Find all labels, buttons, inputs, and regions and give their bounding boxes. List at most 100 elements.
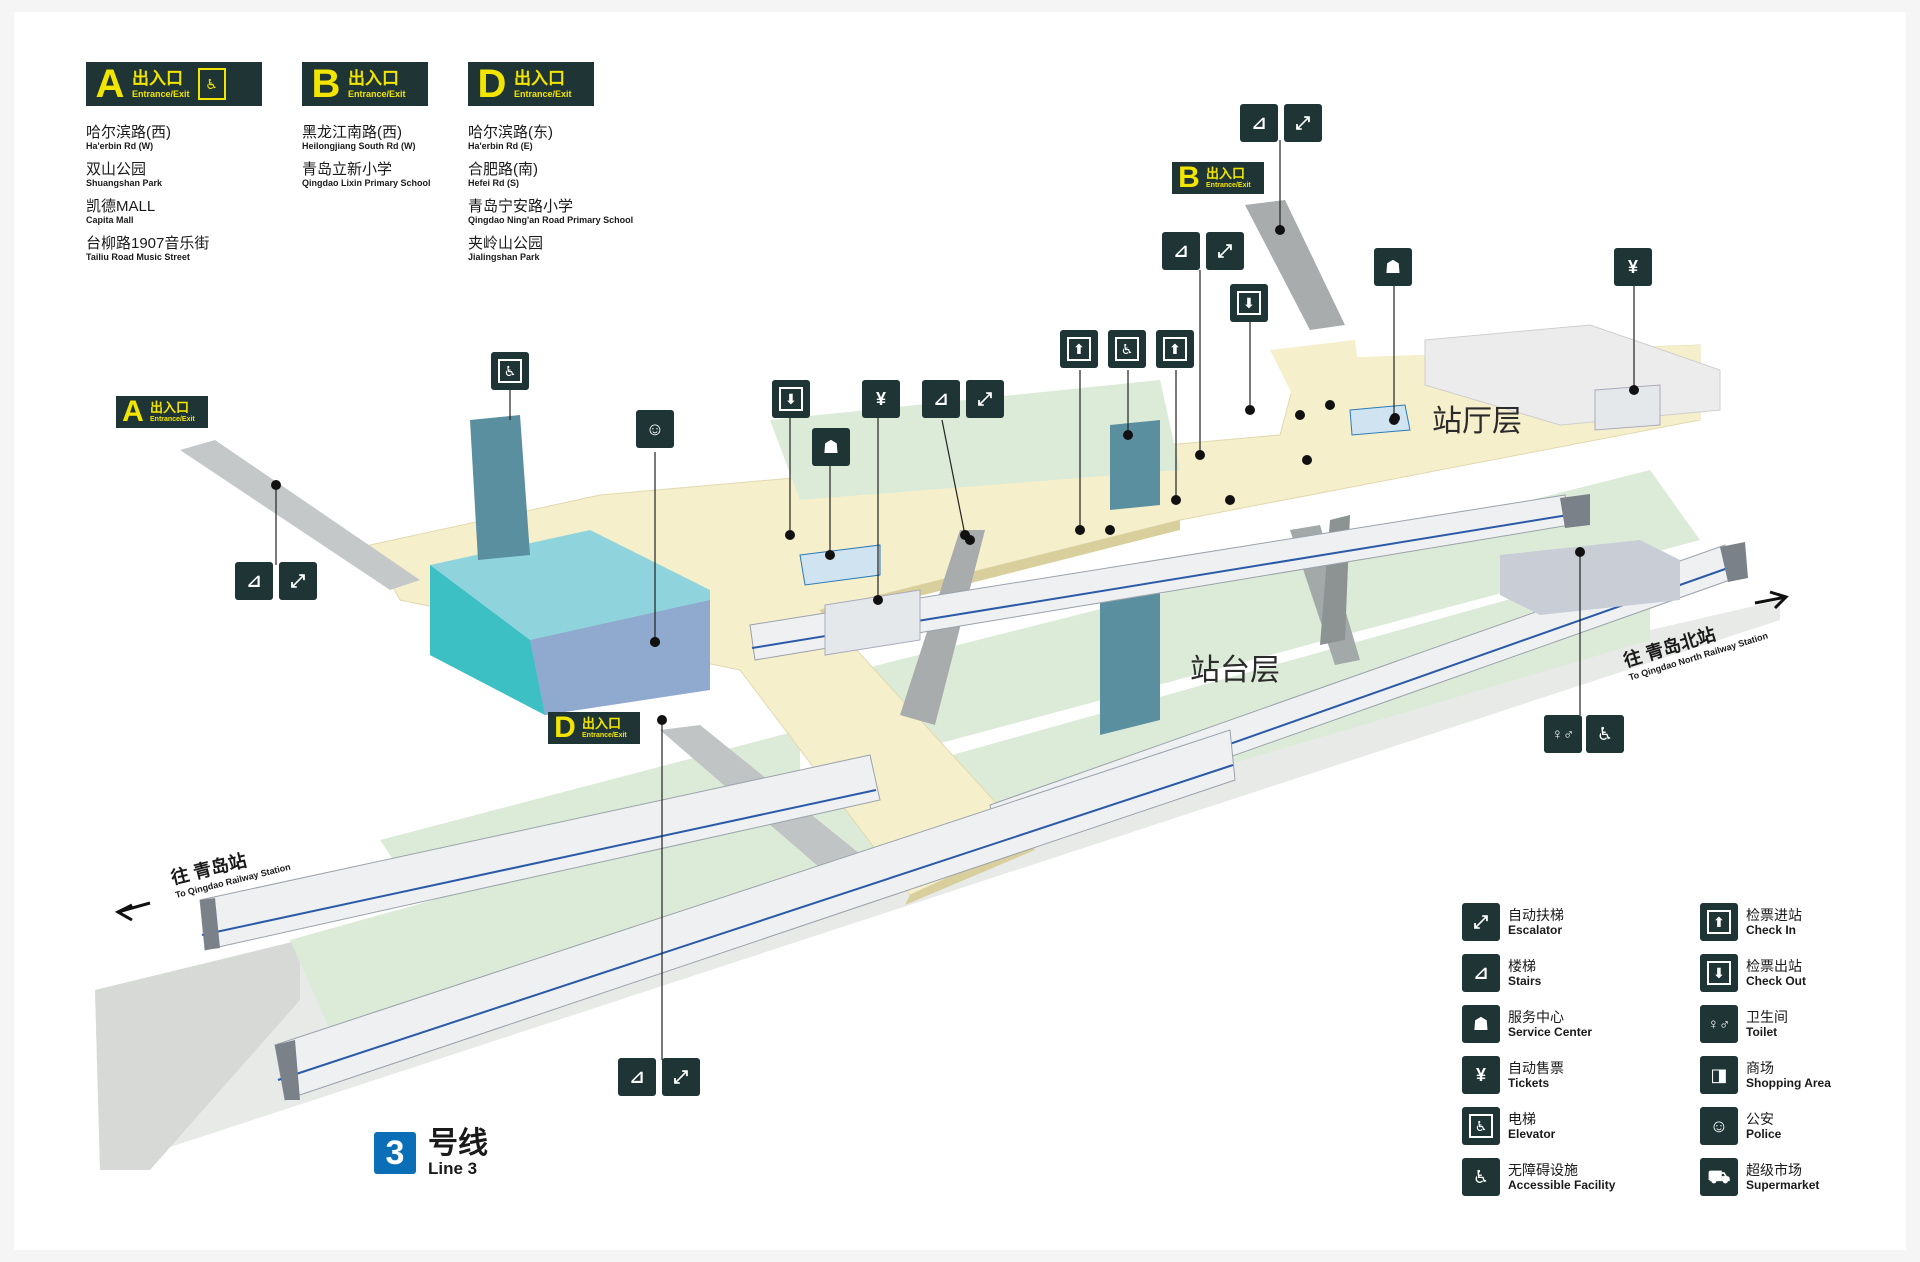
- exit-a-dest-1: 哈尔滨路(西)Ha'erbin Rd (W): [86, 124, 171, 151]
- column-center: [1110, 420, 1160, 510]
- map-exit-a-cn: 出入口: [150, 400, 190, 415]
- legend-label-en: Stairs: [1508, 974, 1542, 988]
- legend-label-en: Tickets: [1508, 1076, 1550, 1090]
- ticket-machines-east: [1594, 384, 1661, 431]
- elevator-icon: ♿: [1108, 330, 1146, 368]
- legend-label-en: Escalator: [1508, 923, 1563, 937]
- elevator-icon: ♿: [491, 352, 529, 390]
- exit-b-cn: 出入口: [348, 68, 399, 88]
- escalator-icon: ⤢: [662, 1058, 700, 1096]
- supermarket-icon: ⛟: [1700, 1158, 1738, 1196]
- check-in-icon: ⬆: [1700, 903, 1738, 941]
- exit-a-cn: 出入口: [132, 68, 183, 88]
- tickets-icon: ¥: [1462, 1056, 1500, 1094]
- legend-label-cn: 检票进站: [1746, 907, 1802, 923]
- train-left: [199, 754, 881, 951]
- legend-label-en: Police: [1746, 1127, 1782, 1141]
- stairs-icon: ⊿: [1462, 954, 1500, 992]
- leader-lines: [275, 140, 1635, 1060]
- map-exit-a-letter: A: [122, 395, 144, 428]
- legend-label-en: Toilet: [1746, 1025, 1778, 1039]
- escalator-icon: ⤢: [279, 562, 317, 600]
- legend-label-en: Service Center: [1508, 1025, 1593, 1039]
- stairs-icon: ⊿: [1240, 104, 1278, 142]
- check-in-icon: ⬆: [1060, 330, 1098, 368]
- station-block-face: [530, 600, 710, 715]
- line-badge: 3 号线 Line 3: [374, 1128, 488, 1178]
- ticket-machines: [824, 589, 921, 656]
- check-out-icon: ⬇: [1230, 284, 1268, 322]
- equipment-room: [1500, 540, 1680, 615]
- police-icon: ☺: [1700, 1107, 1738, 1145]
- toilet-icon: ♀♂: [1544, 715, 1582, 753]
- service-center-icon: ☗: [812, 428, 850, 466]
- column-platform: [1100, 585, 1160, 735]
- escalator-icon: ⤢: [1462, 903, 1500, 941]
- ground-end: [95, 940, 300, 1170]
- stairs-icon: ⊿: [1162, 232, 1200, 270]
- stairs-icon: ⊿: [922, 380, 960, 418]
- exit-d-badge: D 出入口 Entrance/Exit: [468, 62, 594, 106]
- toilet-icon: ♀♂: [1700, 1005, 1738, 1043]
- map-exit-d-en: Entrance/Exit: [582, 732, 627, 739]
- line-cn: 号线: [428, 1127, 488, 1160]
- stairs-icon: ⊿: [235, 562, 273, 600]
- shopping-icon: ◨: [1700, 1056, 1738, 1094]
- exit-d-dest-2: 合肥路(南)Hefei Rd (S): [468, 161, 538, 188]
- legend-label-en: Check Out: [1746, 974, 1807, 988]
- direction-arrows: [114, 590, 1789, 922]
- escalator-b: [1245, 200, 1345, 330]
- legend-label-cn: 卫生间: [1746, 1009, 1788, 1025]
- tickets-icon: ¥: [1614, 248, 1652, 286]
- service-center-icon: ☗: [1462, 1005, 1500, 1043]
- concourse-north-link: [1270, 340, 1360, 390]
- exit-b-dest-1: 黑龙江南路(西)Heilongjiang South Rd (W): [302, 124, 416, 151]
- elevator-icon: ♿: [1462, 1107, 1500, 1145]
- exit-d-en: Entrance/Exit: [514, 88, 572, 99]
- legend-label-en: Accessible Facility: [1508, 1178, 1616, 1192]
- concourse-floor-label: 站厅层: [1432, 405, 1522, 438]
- service-counter: [799, 544, 881, 586]
- map-exit-a-en: Entrance/Exit: [150, 416, 195, 423]
- legend-label-cn: 电梯: [1508, 1111, 1536, 1127]
- line-en: Line 3: [428, 1159, 478, 1178]
- legend-label-en: Shopping Area: [1746, 1076, 1831, 1090]
- tickets-icon: ¥: [862, 380, 900, 418]
- elevator-icon: ♿: [197, 68, 226, 100]
- escalator-a: [180, 440, 420, 590]
- leader-dots: [271, 225, 1639, 725]
- map-exit-b-cn: 出入口: [1206, 166, 1246, 181]
- platform-area-upper: [780, 470, 1700, 770]
- stairs-icon: ⊿: [618, 1058, 656, 1096]
- legend-label-cn: 公安: [1746, 1111, 1774, 1127]
- line-number: 3: [374, 1132, 416, 1174]
- exit-d-dest-1: 哈尔滨路(东)Ha'erbin Rd (E): [468, 124, 553, 151]
- escalator-icon: ⤢: [966, 380, 1004, 418]
- exit-a-letter: A: [95, 62, 125, 106]
- legend-label-cn: 自动售票: [1508, 1060, 1564, 1076]
- accessible-icon: ♿: [1462, 1158, 1500, 1196]
- legend-label-en: Elevator: [1508, 1127, 1556, 1141]
- escalator-icon: ⤢: [1206, 232, 1244, 270]
- column-a: [470, 415, 530, 560]
- exit-b-en: Entrance/Exit: [348, 88, 406, 99]
- legend-label-cn: 自动扶梯: [1508, 907, 1564, 923]
- exit-b-badge: B 出入口 Entrance/Exit: [302, 62, 428, 106]
- exit-b-destinations: 黑龙江南路(西)Heilongjiang South Rd (W) 青岛立新小学…: [302, 124, 431, 198]
- exit-a-en: Entrance/Exit: [132, 88, 190, 99]
- train-front: [274, 729, 1236, 1101]
